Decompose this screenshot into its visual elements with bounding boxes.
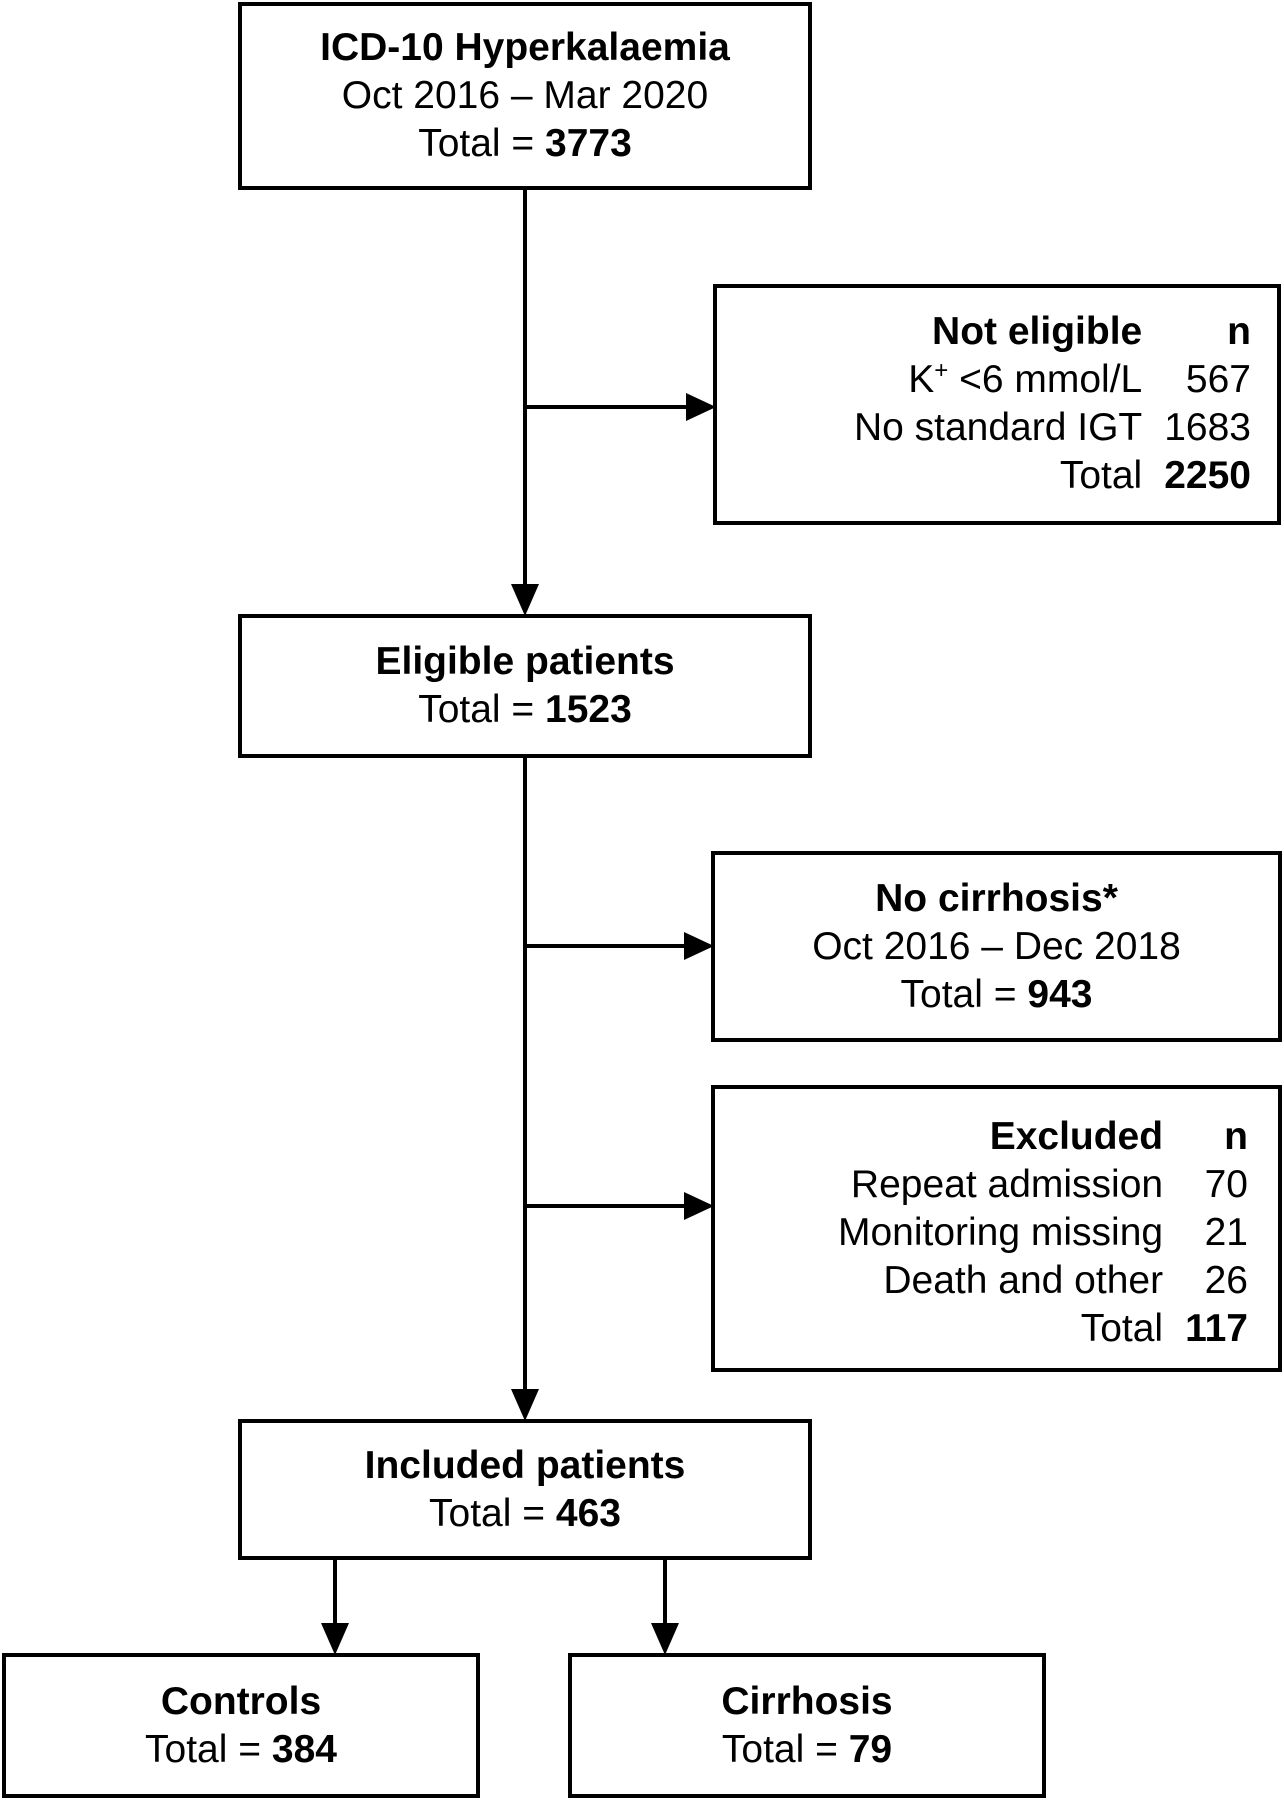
excluded-title: Excluded — [989, 1115, 1164, 1158]
controls-box: Controls Total = 384 — [2, 1653, 480, 1798]
controls-total: 384 — [271, 1727, 337, 1771]
included-title: Included patients — [364, 1443, 686, 1487]
eligible-title: Eligible patients — [375, 640, 675, 683]
cirrhosis-title: Cirrhosis — [721, 1679, 893, 1723]
no-cirrhosis-total: 943 — [1027, 972, 1093, 1016]
excluded-n-header: n — [1224, 1115, 1248, 1158]
no-cirrhosis-title: No cirrhosis* — [875, 876, 1118, 920]
table-row: No standard IGT 1683 — [854, 404, 1251, 452]
cirrhosis-total: 79 — [848, 1727, 893, 1771]
start-total-label: Total = — [418, 122, 535, 165]
row-label-superscript: + — [934, 357, 949, 384]
controls-title: Controls — [160, 1679, 322, 1723]
row-label: Repeat admission — [850, 1163, 1164, 1206]
table-row: Death and other 26 — [838, 1257, 1248, 1305]
not-eligible-total: 2250 — [1164, 454, 1251, 497]
row-count: 567 — [1185, 358, 1251, 401]
row-count: 1683 — [1164, 406, 1251, 449]
table-row: Monitoring missing 21 — [838, 1209, 1248, 1257]
start-period: Oct 2016 – Mar 2020 — [341, 74, 709, 117]
arrowhead-to-excluded — [684, 1192, 714, 1220]
row-count: 26 — [1204, 1259, 1248, 1302]
eligible-total: 1523 — [545, 688, 632, 731]
included-total-label: Total = — [429, 1491, 546, 1535]
controls-total-label: Total = — [145, 1727, 262, 1771]
start-title: ICD-10 Hyperkalaemia — [320, 26, 730, 69]
not-eligible-title: Not eligible — [932, 310, 1143, 353]
row-label: No standard IGT — [853, 406, 1143, 449]
total-label: Total — [1080, 1307, 1164, 1350]
row-count: 70 — [1204, 1163, 1248, 1206]
no-cirrhosis-box: No cirrhosis* Oct 2016 – Dec 2018 Total … — [711, 851, 1282, 1042]
excluded-box: Excluded n Repeat admission 70 Monitorin… — [711, 1085, 1282, 1372]
start-total: 3773 — [545, 122, 632, 165]
row-label: Death and other — [883, 1259, 1164, 1302]
no-cirrhosis-period: Oct 2016 – Dec 2018 — [812, 924, 1181, 968]
included-total: 463 — [555, 1491, 621, 1535]
cirrhosis-total-label: Total = — [721, 1727, 838, 1771]
arrowhead-to-not-eligible — [686, 393, 716, 421]
table-row: Total 117 — [838, 1305, 1248, 1353]
not-eligible-box: Not eligible n K+ <6 mmol/L 567 No stand… — [713, 284, 1281, 525]
arrowhead-to-included — [511, 1389, 539, 1421]
cirrhosis-box: Cirrhosis Total = 79 — [568, 1653, 1046, 1798]
table-row: Total 2250 — [854, 452, 1251, 500]
table-row: K+ <6 mmol/L 567 — [854, 356, 1251, 404]
eligible-box: Eligible patients Total = 1523 — [238, 614, 812, 758]
arrowhead-to-cirrhosis — [651, 1623, 679, 1655]
arrowhead-to-eligible — [511, 584, 539, 616]
row-label: K — [908, 358, 935, 401]
row-label: Monitoring missing — [837, 1211, 1164, 1254]
table-row: Repeat admission 70 — [838, 1161, 1248, 1209]
arrowhead-to-no-cirrhosis — [684, 932, 714, 960]
excluded-total: 117 — [1185, 1307, 1248, 1350]
included-box: Included patients Total = 463 — [238, 1419, 812, 1560]
arrowhead-to-controls — [321, 1623, 349, 1655]
start-box: ICD-10 Hyperkalaemia Oct 2016 – Mar 2020… — [238, 2, 812, 190]
not-eligible-n-header: n — [1227, 310, 1251, 353]
row-label-rest: <6 mmol/L — [948, 358, 1143, 401]
no-cirrhosis-total-label: Total = — [900, 972, 1017, 1016]
total-label: Total — [1059, 454, 1143, 497]
eligible-total-label: Total = — [418, 688, 535, 731]
row-count: 21 — [1204, 1211, 1248, 1254]
